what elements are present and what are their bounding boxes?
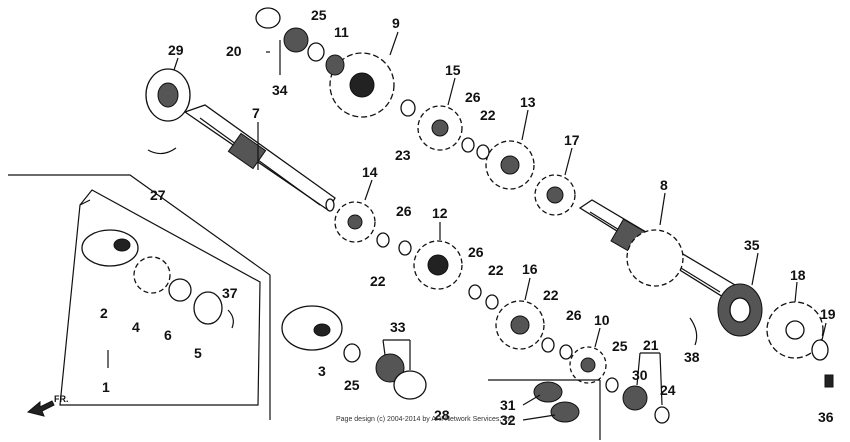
mainshaft [183, 104, 336, 212]
callout-labels: 1 2 3 4 5 6 7 8 9 10 11 12 13 14 15 16 1… [100, 7, 836, 428]
label-27: 27 [150, 187, 166, 203]
label-30: 30 [632, 367, 648, 383]
label-20: 20 [226, 43, 242, 59]
label-25-c: 25 [612, 338, 628, 354]
label-22-c: 22 [488, 262, 504, 278]
label-9: 9 [392, 15, 400, 31]
label-21: 21 [643, 337, 659, 353]
bearings-washers [145, 7, 834, 424]
label-11: 11 [334, 24, 349, 40]
label-6: 6 [164, 327, 172, 343]
label-19: 19 [820, 306, 836, 322]
label-10: 10 [594, 312, 610, 328]
label-3: 3 [318, 363, 326, 379]
front-arrow-label: FR. [54, 394, 69, 404]
label-22-d: 22 [543, 287, 559, 303]
label-26-c: 26 [468, 244, 484, 260]
label-36: 36 [818, 409, 834, 425]
label-22-b: 22 [370, 273, 386, 289]
label-25-b: 25 [344, 377, 360, 393]
label-31: 31 [500, 397, 516, 413]
label-2: 2 [100, 305, 108, 321]
label-13: 13 [520, 94, 536, 110]
label-14: 14 [362, 164, 378, 180]
label-25-a: 25 [311, 7, 327, 23]
label-33: 33 [390, 319, 406, 335]
label-35: 35 [744, 237, 760, 253]
label-26-b: 26 [396, 203, 412, 219]
label-17: 17 [564, 132, 580, 148]
label-4: 4 [132, 319, 140, 335]
label-18: 18 [790, 267, 806, 283]
label-34: 34 [272, 82, 288, 98]
label-16: 16 [522, 261, 538, 277]
front-arrow: FR. [26, 394, 69, 417]
label-28: 28 [434, 407, 450, 423]
label-23: 23 [395, 147, 411, 163]
shift-drum-parts [81, 147, 698, 351]
label-1: 1 [102, 379, 110, 395]
label-8: 8 [660, 177, 668, 193]
label-29: 29 [168, 42, 184, 58]
label-7: 7 [252, 105, 260, 121]
shift-drum-frame [8, 174, 271, 420]
label-32: 32 [500, 412, 516, 428]
copyright-notice: Page design (c) 2004-2014 by ARI Network… [336, 416, 515, 423]
leader-lines [107, 31, 827, 440]
label-5: 5 [194, 345, 202, 361]
label-12: 12 [432, 205, 448, 221]
gears [329, 52, 824, 384]
label-26-a: 26 [465, 89, 481, 105]
label-24: 24 [660, 382, 676, 398]
label-26-d: 26 [566, 307, 582, 323]
label-15: 15 [445, 62, 461, 78]
label-38: 38 [684, 349, 700, 365]
label-22-a: 22 [480, 107, 496, 123]
label-37: 37 [222, 285, 238, 301]
